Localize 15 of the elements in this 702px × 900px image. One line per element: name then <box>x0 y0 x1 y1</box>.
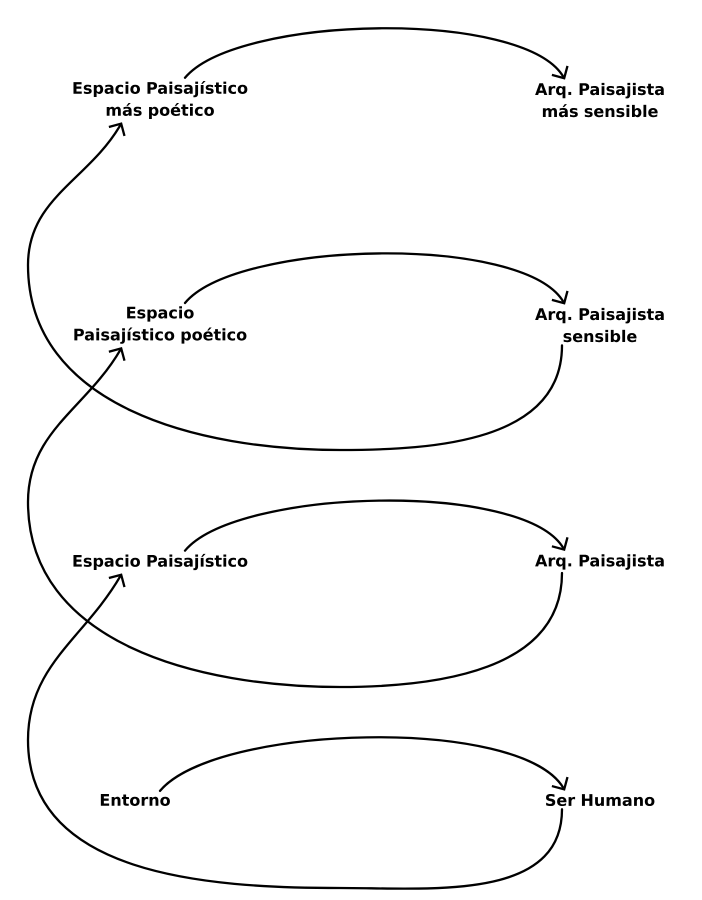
text-label: Ser Humano <box>546 794 654 806</box>
arrow <box>26 122 564 452</box>
text-label: Entorno <box>100 794 170 806</box>
arrow <box>26 573 564 890</box>
arrow <box>184 27 569 80</box>
arrow <box>184 500 569 552</box>
arrow <box>184 252 569 305</box>
text-label: Espacio Paisajístico más poético <box>73 80 248 120</box>
text-label: Espacio Paisajístico poético <box>74 306 246 344</box>
arrow <box>26 347 564 688</box>
text-label: Arq. Paisajista <box>535 554 664 570</box>
text-label: Espacio Paisajístico <box>73 554 248 570</box>
text-label: Arq. Paisajista más sensible <box>535 82 664 118</box>
arrow <box>158 736 569 792</box>
text-label: Arq. Paisajista sensible <box>535 308 664 342</box>
